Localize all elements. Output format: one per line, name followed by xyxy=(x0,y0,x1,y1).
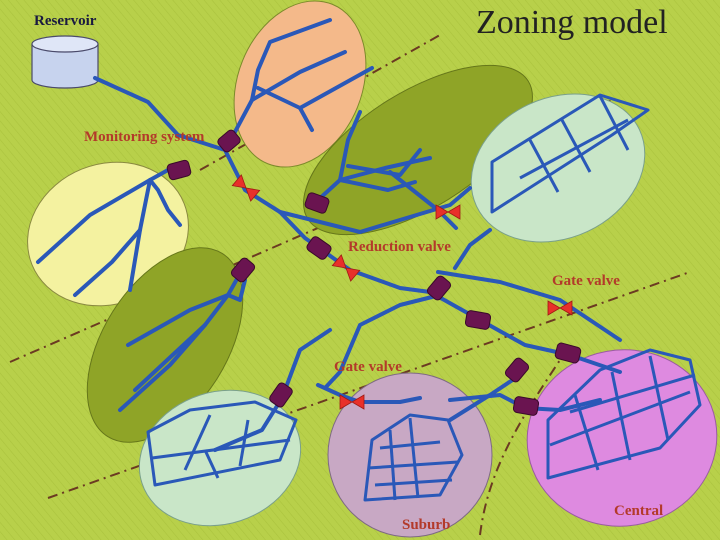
pipe-network xyxy=(36,18,622,452)
pipe-lightblue-bottom-feed xyxy=(213,396,284,452)
suburb-label: Suburb xyxy=(402,517,451,533)
meter-icon xyxy=(504,357,530,383)
grid-central xyxy=(546,348,702,480)
zone-suburb xyxy=(327,372,493,538)
meter-icon xyxy=(304,192,330,214)
diagram-title: Zoning model xyxy=(476,4,668,41)
pipe-olive-bottom-2 xyxy=(126,293,230,347)
monitoring-system-label: Monitoring system xyxy=(84,129,205,145)
reduction-valve-label: Reduction valve xyxy=(348,239,451,255)
meter-icon xyxy=(217,129,241,153)
flow-meters xyxy=(166,129,582,416)
pipe-lightblue-top-feed-3 xyxy=(453,228,492,270)
pipe-yellow-4 xyxy=(73,228,142,297)
meter-icon xyxy=(426,275,452,301)
meter-icon xyxy=(464,310,492,330)
pipe-olive-bottom-4 xyxy=(226,278,247,302)
pipe-to-bottom-2 xyxy=(280,328,332,400)
valves xyxy=(231,174,573,410)
pipe-peach-1 xyxy=(226,18,332,147)
grid-suburb xyxy=(363,413,464,502)
valve-icon xyxy=(435,204,461,220)
pipe-yellow-2 xyxy=(36,178,152,264)
meter-icon xyxy=(166,159,192,181)
meter-icon xyxy=(306,236,332,260)
valve-icon xyxy=(547,300,573,316)
reservoir-label: Reservoir xyxy=(34,13,97,29)
pipe-yellow-3 xyxy=(148,178,182,227)
district-grids xyxy=(146,93,702,502)
zone-lightblue-bottom xyxy=(138,389,302,527)
pipe-yellow-1 xyxy=(128,168,170,292)
meter-icon xyxy=(512,396,540,416)
pipe-olive-top-3 xyxy=(346,148,422,177)
valve-icon xyxy=(231,174,261,202)
gate-valve-bottom-label: Gate valve xyxy=(334,359,402,375)
pipe-peach-4 xyxy=(298,106,314,132)
reservoir-tank xyxy=(31,35,99,89)
valve-icon xyxy=(331,254,361,282)
meter-icon xyxy=(554,342,582,364)
pipe-to-bottom-1 xyxy=(323,293,442,390)
grid-lightblue-top xyxy=(490,93,650,214)
gate-valve-right-label: Gate valve xyxy=(552,273,620,289)
pipe-gate-right xyxy=(436,270,622,342)
pipe-lightblue-top-feed xyxy=(278,186,472,234)
central-label: Central xyxy=(614,503,664,519)
boundary-line xyxy=(479,359,561,536)
pipe-olive-top-1 xyxy=(316,110,362,202)
meter-icon xyxy=(230,257,256,283)
valve-icon xyxy=(339,394,365,410)
zone-peach xyxy=(233,0,367,168)
pipe-olive-bottom-3 xyxy=(133,323,207,392)
meter-icon xyxy=(269,382,293,408)
grid-lightblue-bottom xyxy=(146,400,298,487)
pipe-olive-top-2 xyxy=(338,156,432,182)
